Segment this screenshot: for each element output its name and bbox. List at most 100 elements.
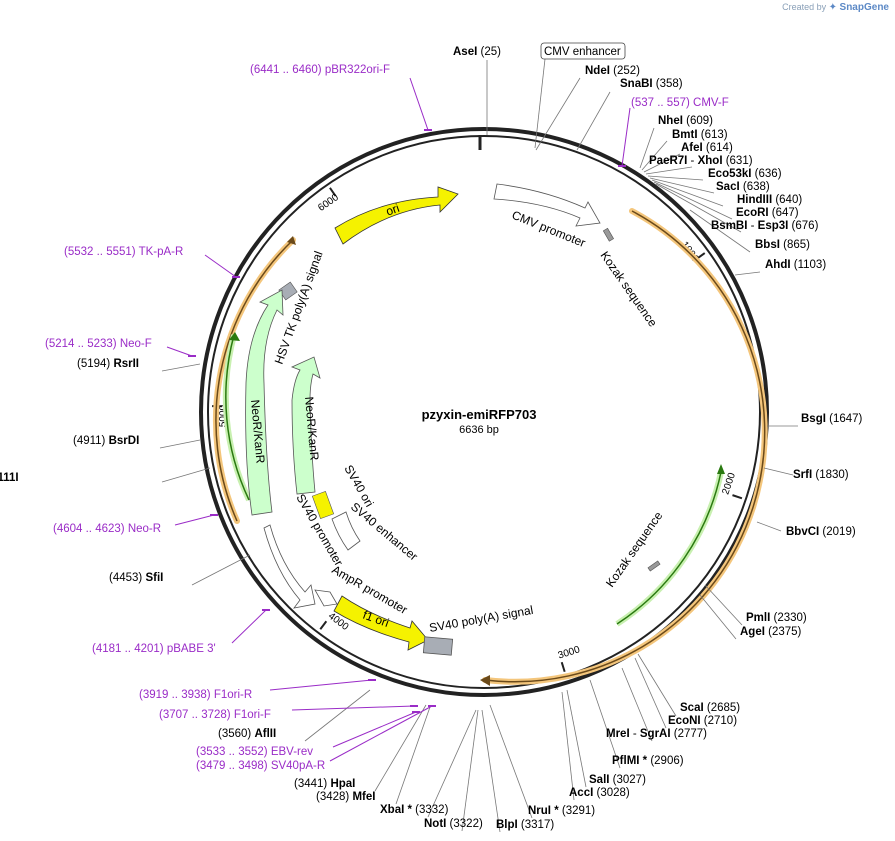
site-leader-line xyxy=(641,140,668,171)
primer-leader-line xyxy=(204,254,237,278)
restriction-site-label: EcoNI (2710) xyxy=(668,715,737,727)
restriction-site-label: NotI (3322) xyxy=(424,818,483,830)
primer-leader-line xyxy=(332,711,417,748)
tick-mark xyxy=(560,661,566,673)
restriction-site-label: (5194) RsrII xyxy=(77,358,139,370)
feature-label-ori: ori xyxy=(384,201,401,219)
site-leader-line xyxy=(621,667,653,742)
site-leaders xyxy=(159,58,798,833)
restriction-site-label: (3560) AflII xyxy=(218,728,276,740)
site-leader-line xyxy=(489,704,533,819)
primer-labels: (6441 .. 6460) pBR322ori-F(537 .. 557) C… xyxy=(45,64,729,772)
feature-label-kozak-2: Kozak sequence xyxy=(603,509,666,590)
span-arc-left-head xyxy=(287,236,296,245)
tick-label: 6000 xyxy=(316,192,341,214)
site-leader-line xyxy=(704,584,743,626)
site-leader-line xyxy=(734,271,761,276)
primer-label: (5532 .. 5551) TK-pA-R xyxy=(64,246,183,258)
site-leader-line xyxy=(689,209,751,253)
primer-leader-line xyxy=(269,679,373,691)
backbone xyxy=(199,127,769,697)
cmv-enhancer-leader xyxy=(534,58,546,149)
restriction-site-label: PmlI (2330) xyxy=(746,612,807,624)
plasmid-length: 6636 bp xyxy=(459,424,499,436)
site-leader-line xyxy=(161,467,211,483)
cmv-enhancer-box xyxy=(540,42,626,60)
restriction-site-label: AfeI (614) xyxy=(681,142,733,154)
tick-label: 5000 xyxy=(218,404,229,427)
primer-label: (4181 .. 4201) pBABE 3' xyxy=(92,643,216,655)
sv40-promoter-arrow xyxy=(263,524,316,609)
primer-leader-line xyxy=(329,705,433,762)
site-leader-line xyxy=(637,653,677,717)
feature-arrows xyxy=(245,183,661,656)
primer-leader-line xyxy=(409,77,429,131)
site-leader-line xyxy=(647,175,704,181)
restriction-site-label: XbaI * (3332) xyxy=(380,804,449,816)
site-leader-line xyxy=(481,709,501,833)
restriction-site-label: BsgI (1647) xyxy=(801,413,863,425)
site-leader-line xyxy=(756,521,782,532)
kozak-box-1 xyxy=(602,227,615,242)
cds-arc-left-head xyxy=(229,332,240,341)
site-leader-line xyxy=(191,554,251,586)
restriction-site-label: BbvCI (2019) xyxy=(786,526,856,538)
restriction-site-label: Eco53kI (636) xyxy=(708,168,782,180)
neor-arrow-outer xyxy=(245,289,284,516)
sv40-ori-box xyxy=(311,490,335,520)
tick-mark xyxy=(329,187,337,197)
site-leader-line xyxy=(566,689,587,788)
feature-label-neor-outer: NeoR/KanR xyxy=(248,399,268,464)
site-leader-line xyxy=(159,439,201,449)
primer-label: (3479 .. 3498) SV40pA-R xyxy=(196,760,325,772)
restriction-site-label: (4796) PflFI - Tth111I xyxy=(0,472,19,484)
site-leader-line xyxy=(589,679,621,769)
site-leader-line xyxy=(161,363,201,372)
primer-label: (4604 .. 4623) Neo-R xyxy=(53,523,161,535)
site-leader-line xyxy=(374,704,427,792)
primer-label: (3533 .. 3552) EBV-rev xyxy=(196,746,313,758)
cds-arc-right-core xyxy=(616,471,722,625)
restriction-site-label: SrfI (1830) xyxy=(793,469,849,481)
restriction-site-label: (3428) MfeI xyxy=(316,791,375,803)
backbone-outer-ring xyxy=(199,127,769,697)
snapgene-logo-icon: ✦ xyxy=(828,2,838,13)
cds-arc-right-head xyxy=(717,464,725,474)
site-leader-line xyxy=(576,91,611,151)
restriction-site-label: BmtI (613) xyxy=(672,129,728,141)
kozak-box-2 xyxy=(647,560,661,572)
feature-label-neor-inner: NeoR/KanR xyxy=(302,396,322,461)
span-arc-right-core xyxy=(484,210,766,683)
restriction-site-label: AhdI (1103) xyxy=(765,259,826,271)
restriction-site-label: ScaI (2685) xyxy=(680,702,740,714)
site-leader-line xyxy=(395,706,431,805)
restriction-site-label: SacI (638) xyxy=(716,181,770,193)
tick-mark xyxy=(319,620,328,630)
primer-label: (3919 .. 3938) F1ori-R xyxy=(139,689,252,701)
cmv-promoter-arrow xyxy=(493,183,601,227)
site-leader-line xyxy=(649,177,715,194)
credit-brand: SnapGene xyxy=(839,2,889,13)
restriction-site-label: BlpI (3317) xyxy=(496,819,554,831)
site-leader-line xyxy=(304,689,371,742)
restriction-site-label: PflMI * (2906) xyxy=(612,755,684,767)
primer-leader-line xyxy=(174,514,215,526)
restriction-site-label: SalI (3027) xyxy=(589,774,646,786)
primer-leader-line xyxy=(621,107,631,167)
primer-leader-line xyxy=(231,609,267,644)
snapgene-credit: Created by ✦ SnapGene xyxy=(782,2,889,13)
primer-leader-line xyxy=(166,346,193,357)
restriction-site-label: PaeR7I - XhoI (631) xyxy=(649,155,753,167)
primer-label: (3707 .. 3728) F1ori-F xyxy=(159,709,271,721)
site-leader-line xyxy=(645,166,693,175)
restriction-site-label: BsmBI - Esp3I (676) xyxy=(711,220,819,232)
restriction-site-label: MreI - SgrAI (2777) xyxy=(606,728,707,740)
primer-label: (537 .. 557) CMV-F xyxy=(631,97,729,109)
restriction-site-label: AccI (3028) xyxy=(569,787,630,799)
restriction-site-label: (4453) SfiI xyxy=(109,572,163,584)
neor-arrow-inner xyxy=(290,356,321,495)
ori-arrow xyxy=(334,186,459,245)
restriction-site-label: EcoRI (647) xyxy=(736,207,799,219)
feature-label-sv40-polya: SV40 poly(A) signal xyxy=(428,603,534,635)
primer-leader-line xyxy=(291,705,415,711)
